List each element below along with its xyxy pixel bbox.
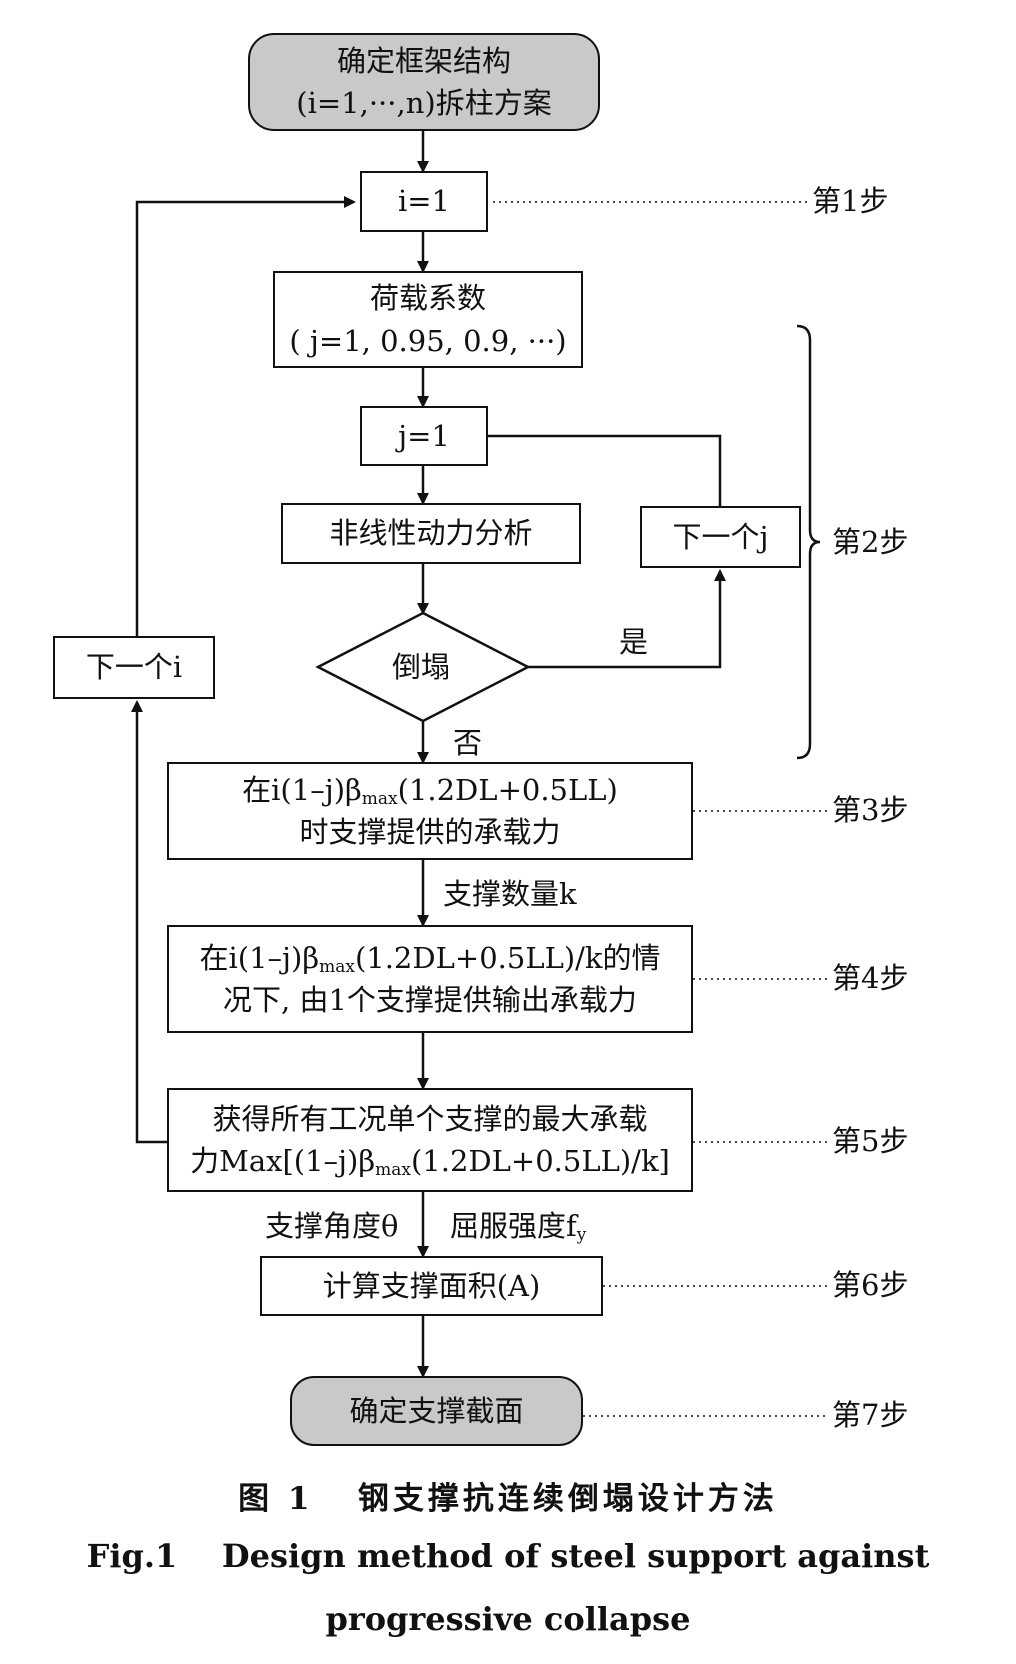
i1-text: i=1: [397, 184, 451, 219]
area-box: 计算支撑面积(A): [260, 1256, 603, 1316]
step3-line2: 时支撑提供的承载力: [299, 815, 561, 850]
step4-line1: 在i(1–j)βmax(1.2DL+0.5LL)/k的情: [199, 940, 661, 977]
step-label-7: 第7步: [832, 1398, 909, 1432]
yield-label: 屈服强度fy: [450, 1209, 587, 1245]
collapse-diamond: [315, 611, 531, 723]
step5-box: 获得所有工况单个支撑的最大承载 力Max[(1–j)βmax(1.2DL+0.5…: [167, 1088, 693, 1192]
i1-box: i=1: [360, 171, 488, 232]
no-label: 否: [453, 726, 483, 760]
step-label-6: 第6步: [832, 1268, 909, 1302]
step5-line1: 获得所有工况单个支撑的最大承载: [212, 1101, 648, 1136]
arrow-s5-nexti: [131, 700, 167, 1144]
figure-caption-cn: 图 1 钢支撑抗连续倒塌设计方法: [238, 1481, 778, 1517]
step-label-2: 第2步: [832, 525, 909, 559]
step-label-5: 第5步: [832, 1124, 909, 1158]
load-line2: ( j=1, 0.95, 0.9, ···): [289, 323, 567, 358]
j1-text: j=1: [398, 418, 450, 453]
figure-caption-en-line1: Fig.1 Design method of steel support aga…: [86, 1537, 930, 1575]
step-label-1: 第1步: [812, 184, 889, 218]
j1-box: j=1: [360, 406, 488, 466]
yes-label: 是: [619, 625, 649, 659]
step-label-4: 第4步: [832, 961, 909, 995]
next-i-box: 下一个i: [53, 636, 215, 699]
next-i-text: 下一个i: [85, 650, 183, 685]
start-line2: (i=1,···,n)拆柱方案: [296, 86, 552, 120]
collapse-text: 倒塌: [392, 650, 451, 684]
step4-line2: 况下, 由1个支撑提供输出承载力: [223, 983, 637, 1018]
analysis-text: 非线性动力分析: [329, 516, 533, 551]
step5-line2: 力Max[(1–j)βmax(1.2DL+0.5LL)/k]: [190, 1143, 670, 1180]
next-j-box: 下一个j: [640, 506, 801, 568]
area-text: 计算支撑面积(A): [322, 1268, 541, 1303]
step3-line1: 在i(1–j)βmax(1.2DL+0.5LL): [242, 772, 618, 809]
angle-label: 支撑角度θ: [265, 1209, 399, 1243]
analysis-box: 非线性动力分析: [281, 503, 581, 564]
step4-box: 在i(1–j)βmax(1.2DL+0.5LL)/k的情 况下, 由1个支撑提供…: [167, 925, 693, 1033]
start-line1: 确定框架结构: [336, 43, 511, 78]
step3-box: 在i(1–j)βmax(1.2DL+0.5LL) 时支撑提供的承载力: [167, 762, 693, 860]
load-line1: 荷载系数: [369, 281, 486, 316]
step2-brace: [796, 324, 821, 760]
arrow-nexti-i1: [135, 196, 356, 636]
end-terminal: 确定支撑截面: [290, 1376, 583, 1446]
step-label-3: 第3步: [832, 793, 909, 827]
end-text: 确定支撑截面: [349, 1393, 524, 1428]
load-factor-box: 荷载系数 ( j=1, 0.95, 0.9, ···): [273, 271, 583, 368]
brace-count-label: 支撑数量k: [443, 877, 577, 911]
arrow-yes-nextj: [528, 569, 726, 669]
start-terminal: 确定框架结构 (i=1,···,n)拆柱方案: [248, 33, 600, 131]
line-nextj-j1: [487, 434, 722, 506]
figure-caption-en-line2: progressive collapse: [325, 1600, 691, 1638]
next-j-text: 下一个j: [672, 519, 769, 554]
